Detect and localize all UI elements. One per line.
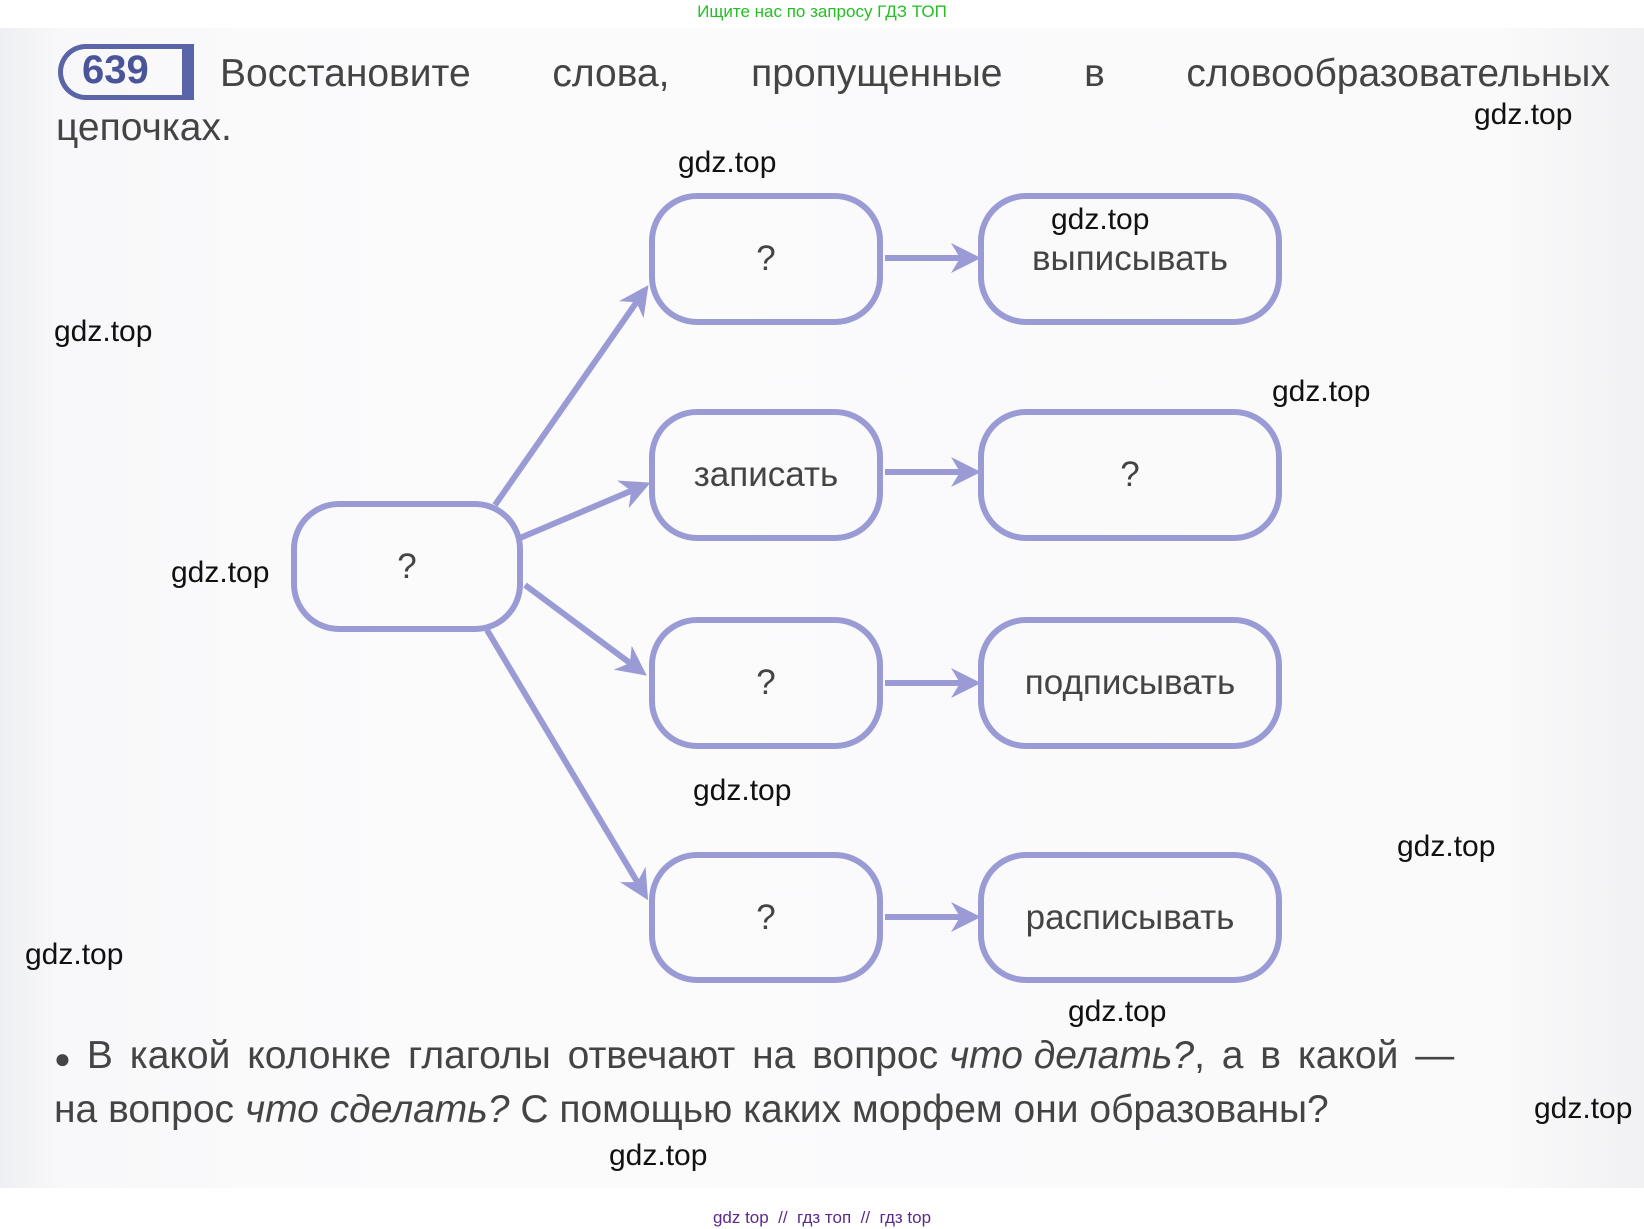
top-note: Ищите нас по запросу ГДЗ ТОП: [697, 2, 947, 21]
task-word: пропущенные: [751, 52, 1003, 95]
middle-word: ?: [756, 897, 776, 937]
question-line-2: на вопрос что сделать? С помощью каких м…: [54, 1088, 1329, 1132]
question-text: С помощью каких морфем они образованы?: [520, 1088, 1329, 1131]
root-box: ?: [291, 501, 523, 632]
bullet: ●: [54, 1043, 71, 1074]
root-word: ?: [397, 546, 417, 586]
right-box: подписывать: [978, 617, 1282, 749]
watermark: gdz.top: [1397, 830, 1496, 863]
watermark: gdz.top: [609, 1139, 708, 1172]
question-line-1: ● В какой колонке глаголы отвечают на воп…: [54, 1034, 1604, 1078]
task-word: Восстановите: [220, 52, 471, 95]
middle-box: ?: [649, 193, 883, 325]
question-text: на вопрос: [54, 1088, 235, 1131]
right-word: ?: [1120, 455, 1140, 494]
task-line-2: цепочках.: [56, 106, 232, 149]
middle-word: ?: [756, 663, 776, 702]
question-text: В какой колонке глаголы отвечают на вопр…: [86, 1034, 939, 1077]
arrow-root-to-row3: [523, 582, 647, 676]
right-word: подписывать: [1024, 663, 1236, 702]
watermark: gdz.top: [693, 774, 792, 807]
watermark: gdz.top: [1474, 98, 1573, 131]
question-text: , а в какой —: [1194, 1034, 1455, 1077]
right-word: выписывать: [1031, 239, 1229, 278]
watermark: gdz.top: [25, 938, 124, 971]
exercise-number: 639: [82, 48, 149, 92]
question-italic: что делать?: [948, 1034, 1195, 1077]
task-word: слова,: [552, 52, 670, 95]
textbook-page: [0, 28, 1644, 1188]
right-box: ?: [978, 409, 1282, 541]
arrow-root-to-row4: [484, 628, 649, 901]
middle-box: записать: [649, 409, 883, 541]
right-box: выписывать: [978, 193, 1282, 325]
watermark: gdz.top: [678, 146, 777, 179]
middle-box: ?: [649, 852, 883, 983]
right-box: расписывать: [978, 852, 1282, 983]
watermark: gdz.top: [1534, 1092, 1633, 1125]
watermark: gdz.top: [171, 556, 270, 589]
task-word: словообразовательных: [1186, 52, 1610, 95]
arrow-root-to-row1: [492, 285, 649, 507]
watermark: gdz.top: [54, 315, 153, 348]
middle-word: ?: [756, 239, 776, 278]
watermark: gdz.top: [1068, 995, 1167, 1028]
watermark: gdz.top: [1272, 375, 1371, 408]
footer-note: gdz top // гдз топ // гдз top: [712, 1208, 932, 1227]
watermark: gdz.top: [1051, 203, 1150, 236]
task-word: в: [1084, 52, 1105, 95]
question-italic: что сделать?: [244, 1088, 510, 1131]
right-word: расписывать: [1025, 897, 1235, 937]
arrow-root-to-row2: [518, 480, 651, 541]
middle-word: записать: [693, 455, 839, 494]
middle-box: ?: [649, 617, 883, 749]
task-line-1: Восстановите слова, пропущенные в словоо…: [220, 52, 1610, 96]
exercise-badge: [58, 44, 194, 100]
